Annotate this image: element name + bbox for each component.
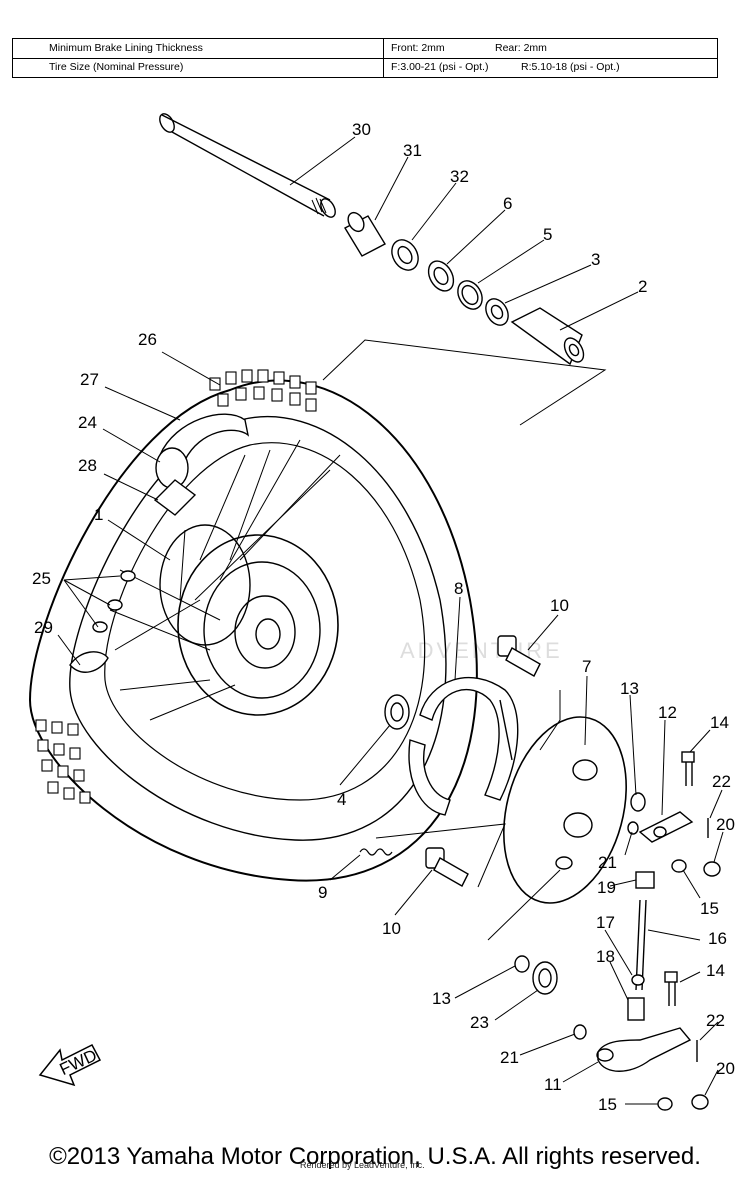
callout-28: 28 xyxy=(78,456,97,475)
callout-20-upper: 20 xyxy=(716,815,735,834)
bearing-6 xyxy=(427,260,455,292)
spec-label-brake-lining: Minimum Brake Lining Thickness xyxy=(49,42,203,54)
callout-21-lower: 21 xyxy=(500,1048,519,1067)
callout-13-upper: 13 xyxy=(620,679,639,698)
rod-joint-lower xyxy=(627,997,645,1021)
spoke-nipples xyxy=(92,570,136,633)
tire-tread-top xyxy=(209,369,317,412)
callout-30: 30 xyxy=(352,120,371,139)
cam-shaft-upper xyxy=(497,635,541,677)
brake-lever xyxy=(596,1027,692,1072)
callout-15-lower: 15 xyxy=(598,1095,617,1114)
spec-front-tire-size: F:3.00-21 (psi - Opt.) xyxy=(391,61,489,73)
callout-27: 27 xyxy=(80,370,99,389)
brake-spring xyxy=(359,848,393,856)
fwd-label: FWD xyxy=(57,1046,100,1080)
clevis-pin-upper xyxy=(703,861,721,877)
callout-13-lower: 13 xyxy=(432,989,451,1008)
callout-23: 23 xyxy=(470,1013,489,1032)
brake-shoe xyxy=(408,676,519,816)
callout-10-lower: 10 xyxy=(382,919,401,938)
callout-14-upper: 14 xyxy=(710,713,729,732)
callout-7: 7 xyxy=(582,657,591,676)
axle-collar xyxy=(344,211,386,257)
nut-upper xyxy=(671,859,687,873)
callout-22-upper: 22 xyxy=(712,772,731,791)
lever-spring xyxy=(532,961,558,995)
spec-label-tire-size: Tire Size (Nominal Pressure) xyxy=(49,61,184,73)
callout-2: 2 xyxy=(638,277,647,296)
spacer-flange xyxy=(485,298,509,326)
axle-shaft xyxy=(159,113,336,218)
callout-1: 1 xyxy=(94,505,103,524)
callout-9: 9 xyxy=(318,883,327,902)
spec-table: Minimum Brake Lining Thickness Front: 2m… xyxy=(12,38,718,78)
circlip xyxy=(457,280,483,310)
bolt-lower xyxy=(664,971,678,1006)
tire-tread-bottom xyxy=(35,719,91,804)
callout-20-lower: 20 xyxy=(716,1059,735,1078)
camshaft-lever xyxy=(638,811,694,843)
watermark-text: ADVENTURE xyxy=(400,638,563,663)
callout-24: 24 xyxy=(78,413,97,432)
callout-31: 31 xyxy=(403,141,422,160)
spec-front-brake-lining: Front: 2mm xyxy=(391,42,445,54)
rod-nut xyxy=(631,974,645,986)
front-wheel xyxy=(28,369,478,882)
balance-weight xyxy=(69,651,109,673)
oil-seal xyxy=(391,239,419,271)
washer-upper xyxy=(630,792,646,812)
cam-shaft-lower xyxy=(425,847,469,887)
callout-22-lower: 22 xyxy=(706,1011,725,1030)
clevis-pin-lower xyxy=(691,1094,709,1110)
callout-8: 8 xyxy=(454,579,463,598)
callout-10-upper: 10 xyxy=(550,596,569,615)
nut-lower xyxy=(657,1097,673,1111)
brake-plate xyxy=(503,716,627,904)
callout-32: 32 xyxy=(450,167,469,186)
washer-lower xyxy=(514,955,530,973)
callout-12: 12 xyxy=(658,703,677,722)
spacer xyxy=(510,307,585,366)
axle-assembly xyxy=(159,113,607,426)
wheel-hub xyxy=(159,524,339,716)
fwd-arrow-icon: FWD xyxy=(38,1044,102,1087)
spec-row-brake-lining: Minimum Brake Lining Thickness Front: 2m… xyxy=(13,39,717,59)
callout-29: 29 xyxy=(34,618,53,637)
rod-joint-upper xyxy=(635,871,655,889)
spec-rear-tire-size: R:5.10-18 (psi - Opt.) xyxy=(521,61,620,73)
callout-15-upper: 15 xyxy=(700,899,719,918)
callout-14-lower: 14 xyxy=(706,961,725,980)
callout-16: 16 xyxy=(708,929,727,948)
callout-21-upper: 21 xyxy=(598,853,617,872)
callout-5: 5 xyxy=(543,225,552,244)
callout-6: 6 xyxy=(503,194,512,213)
bolt-upper xyxy=(681,751,695,786)
spec-row-tire-size: Tire Size (Nominal Pressure) F:3.00-21 (… xyxy=(13,58,717,77)
lockwasher-lower xyxy=(573,1024,587,1040)
render-credit: Rendered by LeadVenture, Inc. xyxy=(300,1160,425,1170)
spec-divider xyxy=(383,39,384,77)
bearing-4 xyxy=(384,694,410,730)
spec-rear-brake-lining: Rear: 2mm xyxy=(495,42,547,54)
brake-assembly xyxy=(359,635,721,1111)
copyright-notice: ©2013 Yamaha Motor Corporation, U.S.A. A… xyxy=(49,1143,701,1170)
callout-26: 26 xyxy=(138,330,157,349)
leader-lines xyxy=(57,136,724,1105)
callout-17: 17 xyxy=(596,913,615,932)
callout-25: 25 xyxy=(32,569,51,588)
tube-cutaway xyxy=(153,413,250,516)
callout-19: 19 xyxy=(597,878,616,897)
callout-4: 4 xyxy=(337,790,346,809)
callout-11: 11 xyxy=(544,1075,562,1094)
callout-18: 18 xyxy=(596,947,615,966)
wheel-spokes xyxy=(109,439,341,721)
callout-3: 3 xyxy=(591,250,600,269)
lockwasher-upper xyxy=(627,821,639,835)
